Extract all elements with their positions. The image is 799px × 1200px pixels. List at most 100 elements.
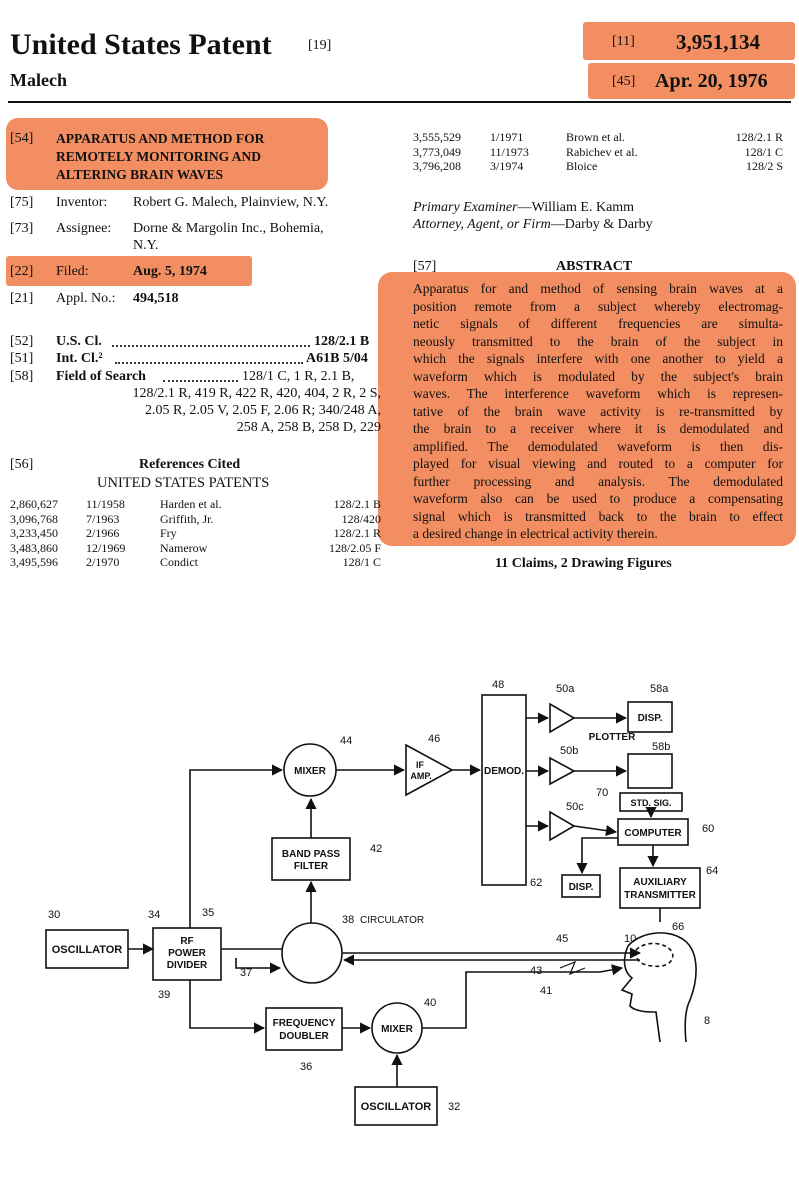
reference-cls: 128/2.1 B xyxy=(333,497,381,511)
abstract-code: [57] xyxy=(413,259,437,274)
inventor-surname: Malech xyxy=(10,70,67,90)
ref-8: 8 xyxy=(704,1015,710,1027)
attorney: Attorney, Agent, or Firm—Darby & Darby xyxy=(413,216,653,233)
reference-date: 3/1974 xyxy=(490,159,524,173)
ref-46: 46 xyxy=(428,733,440,745)
us-cl-code: [52] xyxy=(10,334,34,349)
freq-doubler-label-2: DOUBLER xyxy=(279,1031,329,1042)
brain-region xyxy=(634,942,674,968)
ref-64: 64 xyxy=(706,865,718,877)
appl-value: 494,518 xyxy=(133,291,179,306)
freq-doubler-box xyxy=(265,1007,343,1051)
inventor-label: Inventor: xyxy=(56,195,108,210)
abstract-line: Apparatus for and method of sensing brai… xyxy=(413,281,783,296)
disp-58a-label: DISP. xyxy=(638,713,663,724)
head-outline xyxy=(620,932,697,1043)
reference-num: 3,483,860 xyxy=(10,540,58,555)
circulator-circle xyxy=(281,922,343,984)
freq-doubler-label-1: FREQUENCY xyxy=(273,1018,336,1029)
abstract-line: played for visual viewing and routed to … xyxy=(413,456,783,471)
field-search-line-3: 2.05 R, 2.05 V, 2.05 F, 2.06 R; 340/248 … xyxy=(144,403,381,418)
disp-62-box xyxy=(561,874,601,898)
abstract-line: position remote from a subject whereby e… xyxy=(413,298,783,314)
assignee-code: [73] xyxy=(10,221,34,236)
filed-value: Aug. 5, 1974 xyxy=(133,264,207,279)
abstract-line: signal which is transmitted back to the … xyxy=(413,508,783,524)
highlight-title xyxy=(6,118,328,190)
ref-32: 32 xyxy=(448,1101,460,1113)
inventor-value: Robert G. Malech, Plainview, N.Y. xyxy=(133,195,329,210)
us-cl-leader xyxy=(112,345,310,347)
aux-transmitter-box xyxy=(619,867,701,909)
ref-40: 40 xyxy=(424,997,436,1009)
reference-name: Bloice xyxy=(566,159,598,173)
reference-name: Condict xyxy=(160,555,198,569)
ref-60: 60 xyxy=(702,823,714,835)
ref-50a: 50a xyxy=(556,683,575,695)
abstract-line: amplified. The demodulated waveform is t… xyxy=(413,438,783,454)
reference-cls: 128/1 C xyxy=(744,144,783,159)
attorney-value: —Darby & Darby xyxy=(550,217,653,232)
disp-58a-box xyxy=(627,701,673,733)
reference-cls: 128/2.05 F xyxy=(328,540,381,555)
demod-box xyxy=(481,694,527,886)
reference-name: Harden et al. xyxy=(160,497,222,511)
reference-name: Griffith, Jr. xyxy=(160,511,214,526)
assignee-label: Assignee: xyxy=(56,221,112,236)
disp-62-label: DISP. xyxy=(569,882,594,893)
rf-label-2: POWER xyxy=(168,948,207,959)
ref-58a: 58a xyxy=(650,683,669,695)
oscillator-32-box xyxy=(354,1086,438,1126)
block-diagram: OSCILLATOR RF POWER DIVIDER MIXER BAND P… xyxy=(45,679,718,1126)
circulator-label: CIRCULATOR xyxy=(360,915,424,926)
reference-date: 2/1966 xyxy=(86,526,120,540)
ref-37: 37 xyxy=(240,967,252,979)
highlight-date xyxy=(588,63,795,99)
reference-num: 3,555,529 xyxy=(413,130,461,144)
abstract-line: a desired change in electrical activity … xyxy=(413,526,658,541)
abstract-line: further processing and analysis. The dem… xyxy=(413,473,783,489)
claims-count: 11 Claims, 2 Drawing Figures xyxy=(495,556,672,571)
reference-date: 11/1958 xyxy=(86,497,125,511)
us-cl-label: U.S. Cl. xyxy=(56,334,102,349)
ref-66: 66 xyxy=(672,921,684,933)
reference-name: Rabichev et al. xyxy=(566,144,638,159)
assignee-value: Dorne & Margolin Inc., Bohemia, xyxy=(133,221,324,236)
if-amp-triangle xyxy=(405,743,454,797)
reference-cls: 128/2 S xyxy=(745,159,783,173)
abstract-line: waveform which is modulated by the subje… xyxy=(413,368,783,384)
demod-label: DEMOD. xyxy=(484,766,524,777)
rf-label-3: DIVIDER xyxy=(167,960,208,971)
reference-num: 3,796,208 xyxy=(413,159,461,173)
reference-name: Brown et al. xyxy=(566,130,625,144)
if-label-1: IF xyxy=(416,760,425,770)
title-code: [19] xyxy=(308,38,332,53)
filed-code: [22] xyxy=(10,264,34,279)
amp-50a xyxy=(549,702,576,734)
ref-10: 10 xyxy=(624,933,636,945)
date-code: [45] xyxy=(612,74,636,89)
header-rule xyxy=(8,101,791,103)
ref-39: 39 xyxy=(158,989,170,1001)
examiner-value: —William E. Kamm xyxy=(517,200,635,215)
title-field-code: [54] xyxy=(10,131,34,146)
int-cl-value: A61B 5/04 xyxy=(306,351,368,366)
oscillator-30-label: OSCILLATOR xyxy=(52,944,123,956)
references-code: [56] xyxy=(10,457,34,472)
patent-title-line-3: ALTERING BRAIN WAVES xyxy=(56,167,224,182)
field-search-line-1: 128/1 C, 1 R, 2.1 B, xyxy=(242,369,355,384)
us-cl-value: 128/2.1 B xyxy=(314,334,370,349)
ref-50c: 50c xyxy=(566,801,584,813)
attorney-label: Attorney, Agent, or Firm xyxy=(413,217,551,232)
ref-43: 43 xyxy=(530,965,542,977)
examiner-label: Primary Examiner xyxy=(413,200,518,215)
field-search-line-4: 258 A, 258 B, 258 D, 229 xyxy=(236,420,381,435)
ref-58b: 58b xyxy=(652,741,670,753)
reference-num: 3,233,450 xyxy=(10,526,58,540)
primary-examiner: Primary Examiner—William E. Kamm xyxy=(413,199,634,216)
reference-num: 2,860,627 xyxy=(10,497,58,511)
reference-date: 2/1970 xyxy=(86,555,120,569)
ref-30: 30 xyxy=(48,909,60,921)
reference-date: 12/1969 xyxy=(86,540,126,555)
field-search-label: Field of Search xyxy=(56,369,146,384)
